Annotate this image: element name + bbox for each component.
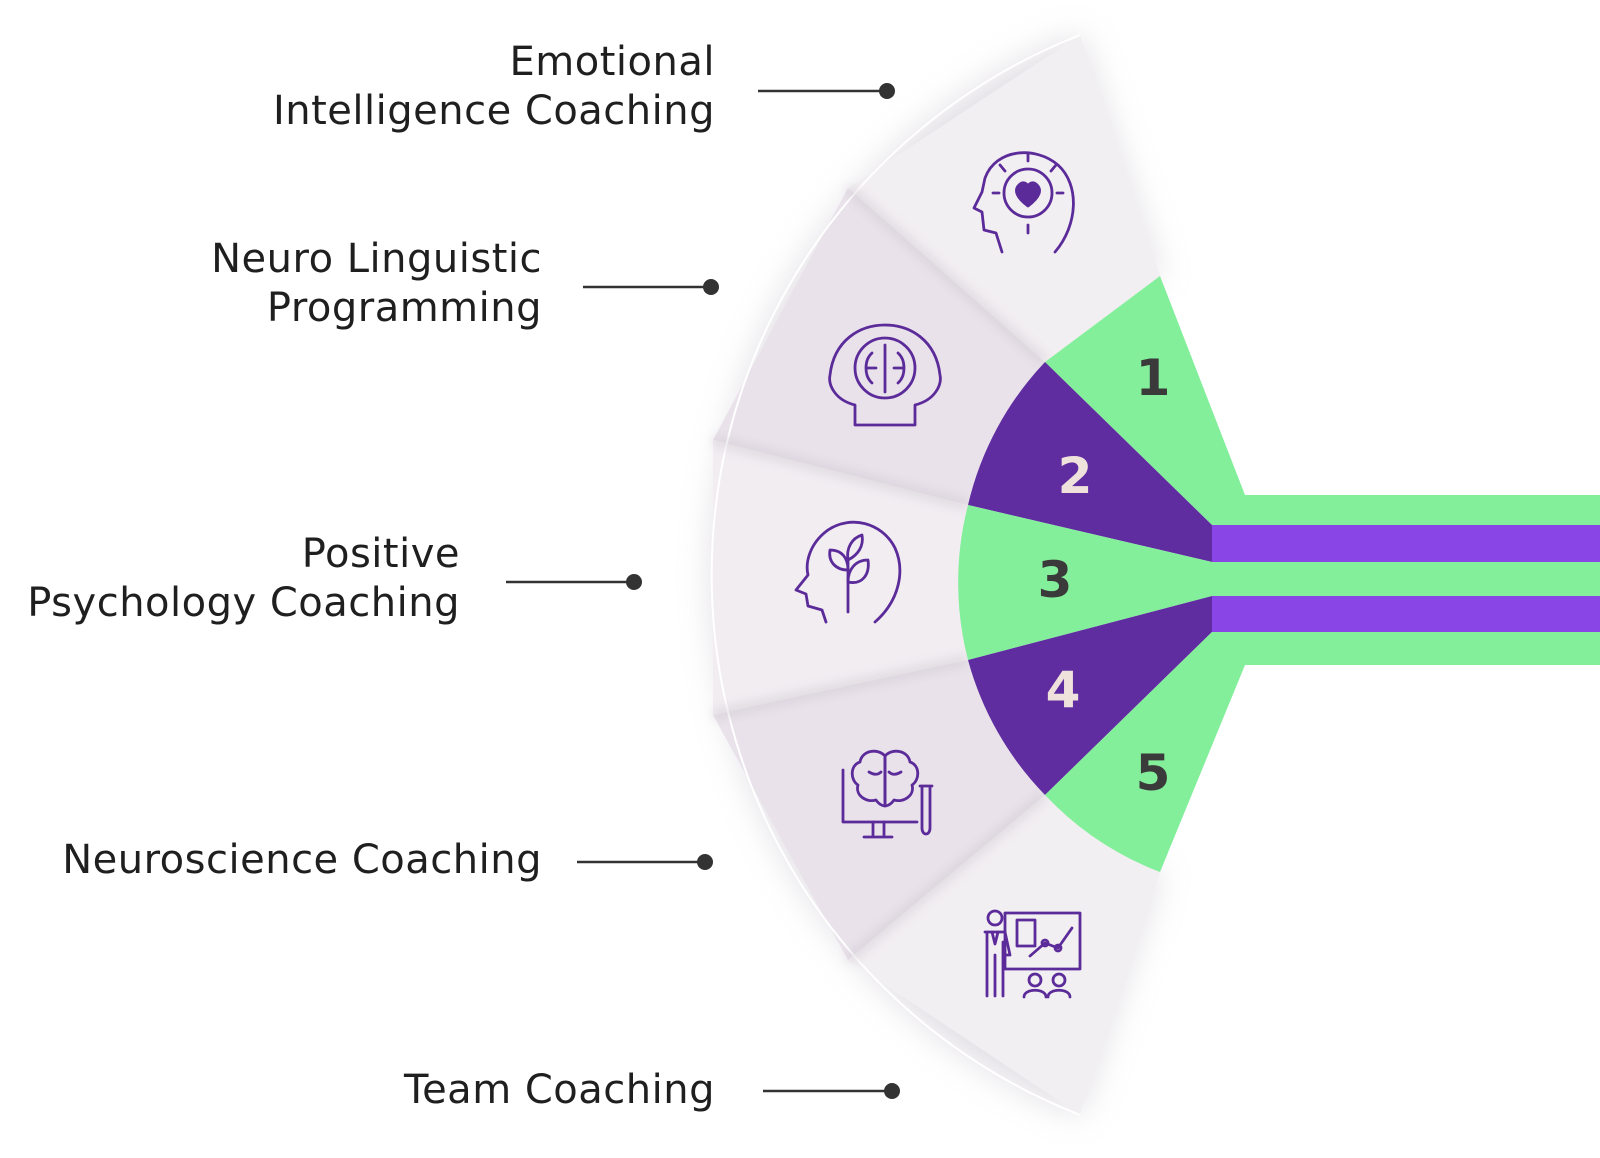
connector-2	[583, 279, 719, 295]
connectors	[506, 83, 900, 1099]
label-positive-psychology: Positive Psychology Coaching	[27, 530, 460, 628]
segment-2-panel	[713, 188, 1045, 505]
stripe-green-top	[1245, 495, 1600, 525]
segment-3-panel	[713, 440, 968, 715]
stripe-green-middle	[1212, 562, 1600, 596]
brain-monitor-icon	[841, 749, 934, 839]
fan-outer-arc	[710, 34, 1081, 1116]
heart-head-icon	[972, 151, 1075, 254]
label-3-line-1: Positive	[301, 531, 460, 577]
band-green-upper	[1045, 276, 1245, 525]
connector-5	[763, 1083, 900, 1099]
label-2-line-1: Neuro Linguistic	[211, 236, 542, 282]
presentation-icon	[983, 909, 1082, 999]
segment-dividers	[711, 184, 1049, 964]
stripe-purple-top	[1212, 525, 1600, 562]
label-neuro-linguistic: Neuro Linguistic Programming	[211, 235, 542, 333]
label-5-line-1: Team Coaching	[403, 1067, 715, 1113]
brain-head-icon	[828, 323, 942, 427]
label-4-line-1: Neuroscience Coaching	[62, 837, 542, 883]
segment-4-panel	[713, 660, 1045, 960]
stripe-purple-bottom	[1212, 596, 1600, 632]
band-purple-upper	[968, 362, 1212, 562]
label-emotional-intelligence: Emotional Intelligence Coaching	[273, 38, 715, 136]
stripe-green-bottom	[1245, 632, 1600, 665]
connector-3	[506, 574, 642, 590]
step-numbers: 1 2 3 4 5	[1038, 349, 1171, 802]
label-neuroscience: Neuroscience Coaching	[62, 836, 542, 885]
connector-4	[577, 854, 713, 870]
connector-1	[758, 83, 895, 99]
step-number-5: 5	[1136, 744, 1171, 802]
label-3-line-2: Psychology Coaching	[27, 580, 460, 626]
plant-head-icon	[794, 520, 902, 624]
label-1-line-2: Intelligence Coaching	[272, 88, 715, 134]
band-green-lower	[1045, 632, 1245, 872]
inner-band	[958, 276, 1245, 872]
label-team-coaching: Team Coaching	[404, 1066, 715, 1115]
band-green-middle	[958, 505, 1212, 660]
step-number-1: 1	[1136, 349, 1171, 407]
step-number-4: 4	[1046, 661, 1081, 719]
step-number-3: 3	[1038, 551, 1073, 609]
step-number-2: 2	[1058, 447, 1093, 505]
output-stripes	[1212, 495, 1600, 665]
label-1-line-1: Emotional	[509, 39, 715, 85]
band-purple-lower	[968, 596, 1212, 795]
label-2-line-2: Programming	[266, 285, 542, 331]
